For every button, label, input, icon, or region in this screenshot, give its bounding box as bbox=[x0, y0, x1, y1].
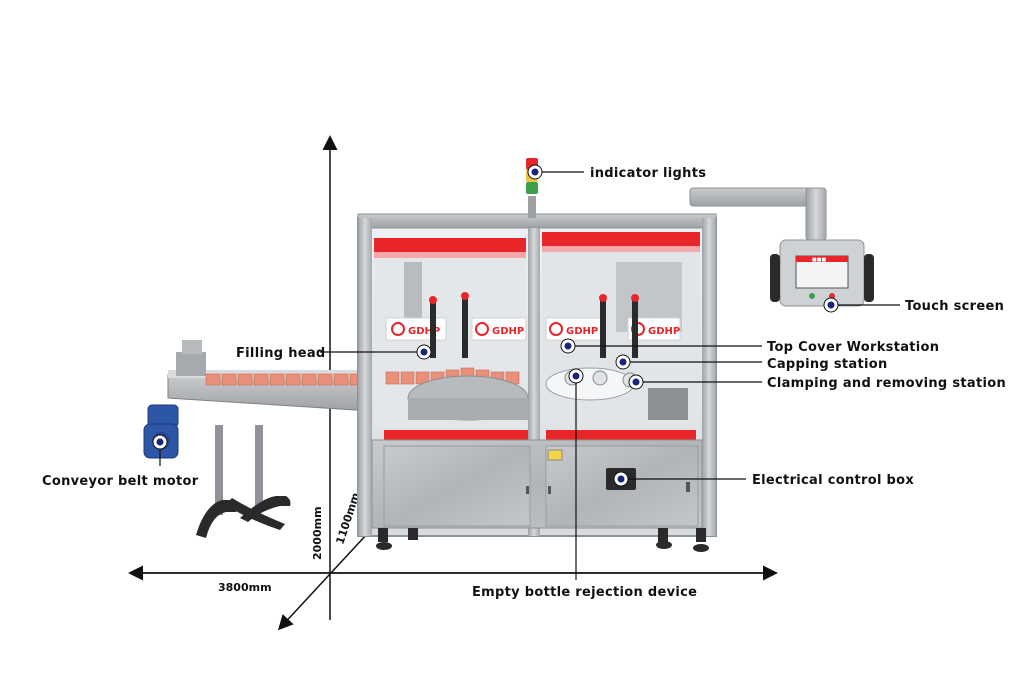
marker-top-cover bbox=[560, 338, 576, 354]
cabinet-door-left bbox=[383, 445, 531, 527]
label-conveyor-belt-motor: Conveyor belt motor bbox=[42, 474, 199, 489]
conveyor-foot bbox=[225, 498, 285, 530]
width-dimension-label: 3800mm bbox=[218, 581, 272, 594]
label-touch-screen: Touch screen bbox=[905, 299, 1004, 314]
markers bbox=[152, 164, 839, 487]
main-machine: GDHP GDHP GDHP GDHP bbox=[357, 213, 717, 552]
marker-capping bbox=[615, 354, 631, 370]
screen-arm-horizontal bbox=[689, 187, 821, 207]
red-strip-bottom-right bbox=[546, 430, 696, 440]
conveyor-leg bbox=[215, 425, 223, 515]
frame-left-post bbox=[358, 218, 372, 536]
leader-lines bbox=[159, 171, 900, 580]
depth-axis bbox=[277, 519, 381, 631]
label-top-cover-workstation: Top Cover Workstation bbox=[767, 340, 939, 355]
marker-indicator-lights bbox=[527, 164, 543, 180]
infeed-conveyor bbox=[143, 340, 386, 538]
screen-arm-vertical bbox=[805, 187, 827, 241]
conveyor-foot bbox=[196, 500, 238, 538]
frame-top-rail bbox=[357, 213, 717, 229]
svg-text:GDHP: GDHP bbox=[566, 326, 598, 337]
svg-text:GDHP: GDHP bbox=[648, 326, 680, 337]
red-strip-top-right bbox=[542, 232, 700, 246]
label-electrical-control-box: Electrical control box bbox=[752, 473, 914, 488]
marker-control-box bbox=[613, 471, 629, 487]
height-dimension-label: 2000mm bbox=[311, 506, 324, 560]
label-capping-station: Capping station bbox=[767, 357, 888, 372]
svg-text:GDHP: GDHP bbox=[492, 326, 524, 337]
touch-screen-assembly: ■■■ bbox=[689, 187, 874, 307]
red-strip-top-left bbox=[374, 238, 526, 252]
conveyor-leg bbox=[255, 425, 263, 510]
marker-conveyor-motor bbox=[152, 434, 168, 450]
marker-filling-head bbox=[416, 344, 432, 360]
label-clamping-station: Clamping and removing station bbox=[767, 376, 1006, 391]
screen-header-text: ■■■ bbox=[812, 257, 826, 263]
marker-rejection-device bbox=[568, 368, 584, 384]
svg-text:GDHP: GDHP bbox=[408, 326, 440, 337]
label-filling-head: Filling head bbox=[236, 346, 326, 361]
marker-clamping bbox=[628, 374, 644, 390]
frame-right-post bbox=[702, 218, 716, 536]
label-indicator-lights: indicator lights bbox=[590, 166, 706, 181]
marker-touch-screen bbox=[823, 297, 839, 313]
red-strip-bottom-left bbox=[384, 430, 528, 440]
label-empty-bottle-rejection: Empty bottle rejection device bbox=[472, 585, 697, 600]
